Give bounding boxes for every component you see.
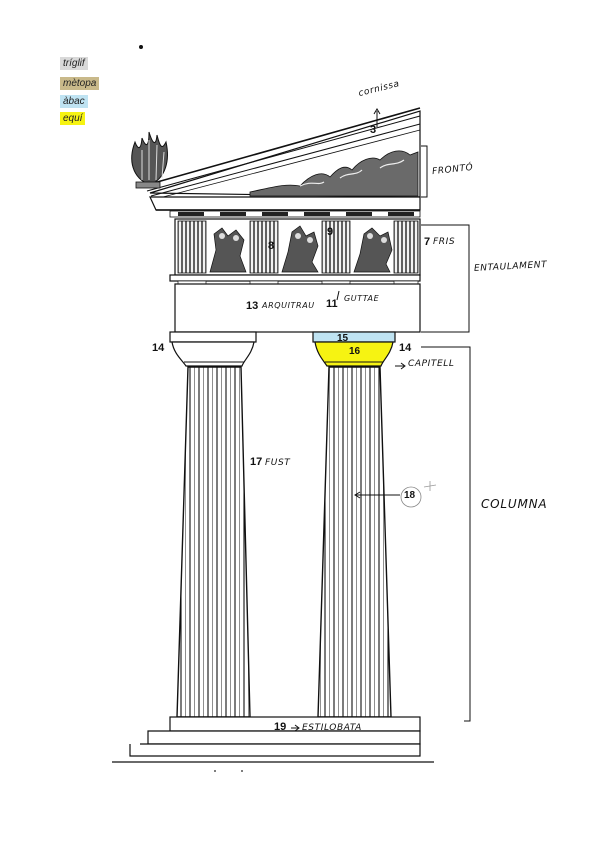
capital-number-right: 14 bbox=[399, 342, 412, 354]
shaft-label: FUST bbox=[265, 458, 291, 468]
capital-label: CAPITELL bbox=[408, 359, 455, 369]
echinus-number: 16 bbox=[349, 346, 361, 357]
metope-number-9: 9 bbox=[327, 226, 334, 238]
stylobate-label: ESTILOBATA bbox=[302, 723, 362, 733]
abacus-number: 15 bbox=[337, 333, 349, 344]
capital-left bbox=[169, 331, 257, 367]
abacus-highlight bbox=[312, 331, 396, 343]
acroterion-ornament bbox=[131, 131, 168, 189]
pediment bbox=[142, 107, 421, 198]
column-shaft-left bbox=[176, 366, 251, 718]
capital-right bbox=[312, 331, 396, 367]
annotation-lines bbox=[291, 108, 471, 732]
column-label: COLUMNA bbox=[481, 497, 548, 511]
capital-number-left: 14 bbox=[152, 342, 165, 354]
metope-number-8: 8 bbox=[268, 240, 275, 252]
cornice-block bbox=[149, 196, 421, 218]
column-shaft-right bbox=[317, 366, 392, 718]
architrave-label: ARQUITRAU bbox=[262, 301, 315, 310]
stray-dot bbox=[139, 45, 143, 49]
frieze-label: FRIS bbox=[433, 237, 456, 247]
frieze bbox=[174, 218, 421, 276]
legend-item-metopa: mètopa bbox=[60, 77, 100, 90]
tympanum-sculpture bbox=[249, 150, 419, 197]
guttae-label: GUTTAE bbox=[344, 294, 380, 303]
stylobate-number: 19 bbox=[274, 721, 287, 733]
flute-label-circle bbox=[400, 486, 422, 508]
guttae-number: 11 bbox=[326, 298, 338, 310]
frieze-number: 7 bbox=[424, 236, 431, 248]
cornice-number: 3 bbox=[370, 124, 377, 136]
flute-number: 18 bbox=[404, 490, 416, 501]
legend-item-abac: àbac bbox=[60, 95, 88, 108]
legend-item-equi: equí bbox=[60, 112, 86, 125]
stylobate-steps bbox=[112, 716, 434, 772]
architrave bbox=[174, 283, 421, 333]
legend-item-triglif: tríglif bbox=[60, 57, 88, 70]
shaft-number: 17 bbox=[250, 456, 263, 468]
architrave-number: 13 bbox=[246, 300, 259, 312]
echinus-highlight bbox=[314, 341, 394, 367]
